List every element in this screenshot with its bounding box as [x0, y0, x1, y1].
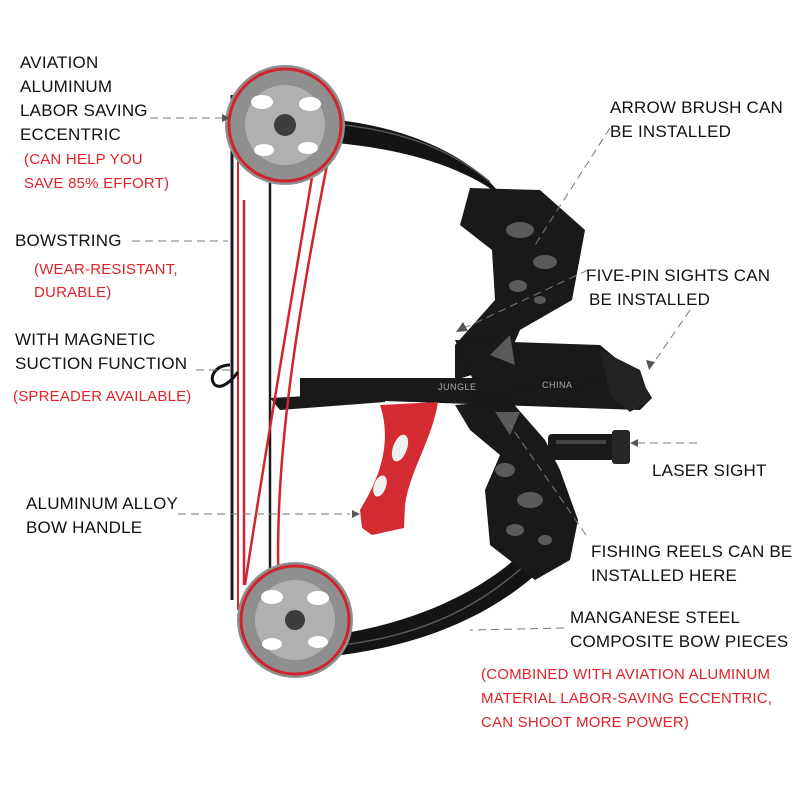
- callout-sights-line-1: FIVE-PIN SIGHTS CAN: [586, 266, 771, 285]
- callout-magnetic-line-1: WITH MAGNETIC: [15, 330, 156, 349]
- callout-handle-line-2: BOW HANDLE: [26, 518, 143, 537]
- callout-eccentric-line-1: AVIATION: [20, 53, 99, 72]
- riser-marking-left: JUNGLE: [438, 382, 477, 392]
- string-hook: [210, 363, 240, 388]
- riser-marking-right: CHINA: [542, 380, 573, 390]
- laser-sight-device: [548, 430, 630, 464]
- callout-limbs-note-1: (COMBINED WITH AVIATION ALUMINUM: [481, 666, 771, 683]
- callout-fishing-line-2: INSTALLED HERE: [591, 566, 738, 585]
- callout-limbs-line-2: COMPOSITE BOW PIECES: [570, 632, 789, 651]
- callout-eccentric-line-4: ECCENTRIC: [20, 125, 121, 144]
- callout-limbs-note-2: MATERIAL LABOR-SAVING ECCENTRIC,: [481, 690, 773, 707]
- callout-eccentric-note-2: SAVE 85% EFFORT): [24, 175, 170, 192]
- arrow-rest: [270, 392, 385, 410]
- bottom-cam: [237, 562, 353, 678]
- leader-arrowheads: [222, 114, 655, 518]
- callout-arrow-brush-line-2: BE INSTALLED: [610, 122, 732, 141]
- callout-bowstring-line-1: BOWSTRING: [15, 231, 122, 250]
- callout-magnetic-note-1: (SPREADER AVAILABLE): [13, 388, 192, 405]
- leader-fishing: [509, 424, 587, 536]
- sight-bracket: [600, 350, 650, 412]
- callout-eccentric-note-1: (CAN HELP YOU: [24, 151, 143, 168]
- callout-limbs-note-3: CAN SHOOT MORE POWER): [481, 714, 690, 731]
- top-cam: [225, 65, 345, 185]
- leader-sights-a: [459, 269, 589, 331]
- callout-bowstring-note-1: (WEAR-RESISTANT,: [34, 261, 178, 278]
- leader-arrow-brush: [534, 127, 611, 246]
- callout-arrow-brush-line-1: ARROW BRUSH CAN: [610, 98, 784, 117]
- callout-fishing-line-1: FISHING REELS CAN BE: [591, 542, 793, 561]
- callout-sights-line-2: BE INSTALLED: [589, 290, 711, 309]
- callout-eccentric-line-2: ALUMINUM: [20, 77, 113, 96]
- callout-eccentric-line-3: LABOR SAVING: [20, 101, 148, 120]
- callout-bowstring-note-2: DURABLE): [34, 284, 112, 301]
- callout-handle-line-1: ALUMINUM ALLOY: [26, 494, 179, 513]
- leader-sights-b: [649, 309, 691, 369]
- callout-limbs-line-1: MANGANESE STEEL: [570, 608, 741, 627]
- leader-limbs: [469, 627, 565, 631]
- callout-magnetic-line-2: SUCTION FUNCTION: [15, 354, 188, 373]
- leader-lines: [132, 117, 700, 631]
- bow-grip: [360, 402, 438, 535]
- callout-laser-line-1: LASER SIGHT: [652, 461, 767, 480]
